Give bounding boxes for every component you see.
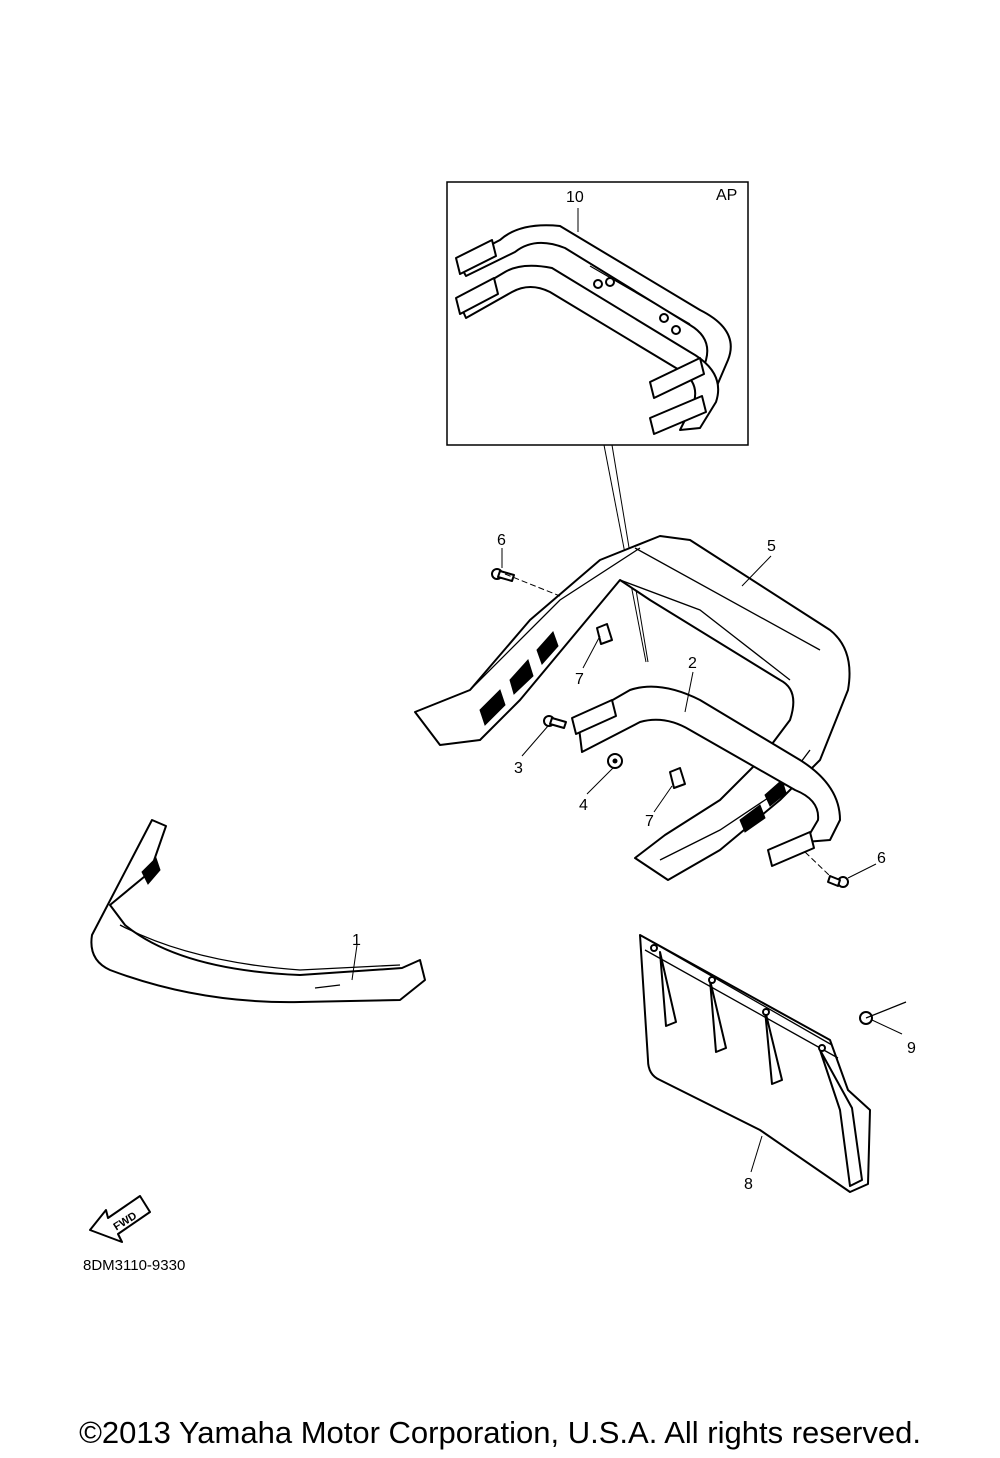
front-bumper-part-1 xyxy=(90,819,426,1004)
callout-7-left: 7 xyxy=(575,671,584,688)
inset-tag: AP xyxy=(716,187,737,204)
callout-8: 8 xyxy=(744,1176,753,1193)
bolt-right-part-6 xyxy=(827,875,849,888)
snow-flap-part-8 xyxy=(639,934,871,1193)
rear-rack-bumper-part-5 xyxy=(414,535,851,881)
callout-9: 9 xyxy=(907,1040,916,1057)
rear-bumper-part-2 xyxy=(571,685,841,867)
callout-leaders xyxy=(351,548,903,1173)
inset-bumper-part-10 xyxy=(455,224,732,435)
nut-part-4 xyxy=(607,753,623,769)
callout-4: 4 xyxy=(579,797,588,814)
callout-6-left: 6 xyxy=(497,532,506,549)
bolt-part-3 xyxy=(543,715,567,729)
callout-7-right: 7 xyxy=(645,813,654,830)
forward-arrow-icon: FWD xyxy=(89,1195,151,1243)
callout-10: 10 xyxy=(566,189,584,206)
callout-6-right: 6 xyxy=(877,850,886,867)
rivet-part-9 xyxy=(859,1001,907,1025)
clip-right-part-7 xyxy=(669,767,686,789)
bolt-left-part-6 xyxy=(491,568,515,582)
callout-3: 3 xyxy=(514,760,523,777)
callout-2: 2 xyxy=(688,655,697,672)
diagram-code: 8DM3110-9330 xyxy=(83,1257,185,1274)
copyright-text: ©2013 Yamaha Motor Corporation, U.S.A. A… xyxy=(79,1415,921,1450)
clip-left-part-7 xyxy=(596,623,613,645)
callout-5: 5 xyxy=(767,538,776,555)
callout-1: 1 xyxy=(352,932,361,949)
inset-box: AP 10 xyxy=(446,181,749,663)
